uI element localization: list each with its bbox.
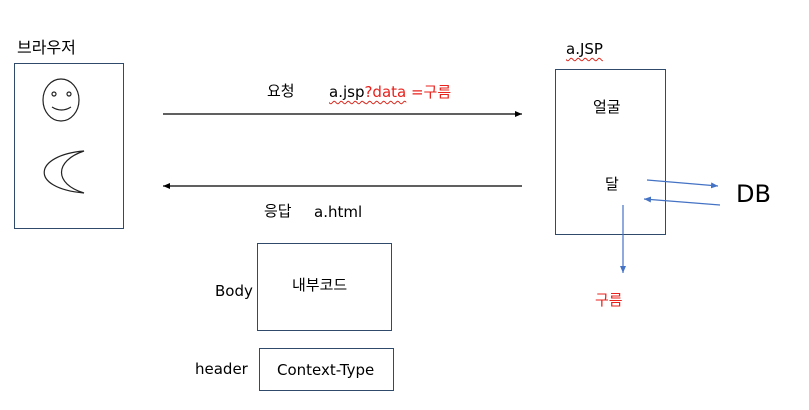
body-label: Body (215, 282, 253, 300)
smiley-face-icon (42, 78, 80, 122)
crescent-moon-icon (43, 150, 85, 194)
header-label: header (195, 360, 248, 378)
request-url-value: =구름 (406, 83, 452, 101)
browser-label: 브라우저 (17, 38, 76, 57)
response-label: 응답 (264, 202, 292, 220)
server-label: a.JSP (566, 40, 603, 58)
database-label: DB (736, 180, 771, 208)
server-item-moon: 달 (605, 175, 619, 193)
request-url-file: a.jsp (329, 83, 365, 101)
result-label: 구름 (595, 291, 623, 309)
response-file: a.html (314, 203, 363, 221)
server-box: 얼굴 달 (555, 69, 666, 235)
db-return-arrow (643, 196, 721, 206)
request-url-param: ?data (364, 83, 407, 101)
browser-box (14, 63, 124, 229)
server-item-face: 얼굴 (593, 98, 621, 116)
query-db-arrow (646, 179, 719, 189)
header-content: Context-Type (277, 361, 375, 379)
request-label: 요청 (267, 82, 295, 100)
body-box: 내부코드 (257, 243, 392, 331)
header-box: Context-Type (259, 348, 394, 391)
request-url: a.jsp?data =구름 (329, 85, 451, 100)
body-content: 내부코드 (292, 276, 348, 294)
